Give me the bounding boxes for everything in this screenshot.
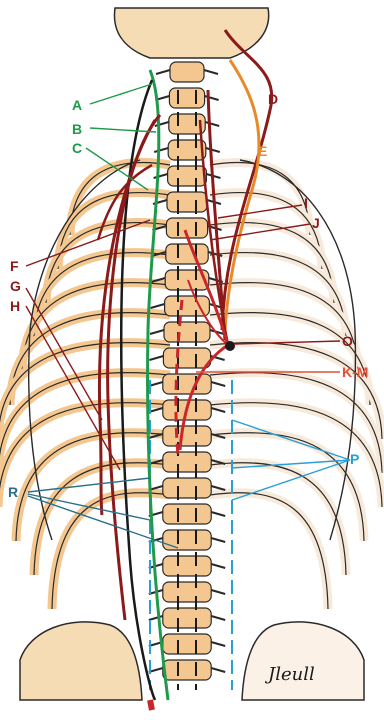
label-J: J: [312, 215, 320, 231]
vertebra: [169, 88, 204, 108]
label-R: R: [8, 484, 18, 500]
vertebra: [166, 244, 208, 264]
vertebra: [168, 166, 207, 186]
vertebra: [163, 530, 211, 550]
vertebra: [163, 582, 211, 602]
vertebra: [168, 140, 206, 160]
muscle-red-lower: [150, 700, 152, 710]
label-G: G: [10, 278, 21, 294]
vertebra: [163, 478, 211, 498]
label-B: B: [72, 121, 82, 137]
vertebra: [163, 660, 211, 680]
label-C: C: [72, 140, 82, 156]
pelvis-right: [242, 622, 364, 700]
vertebra: [170, 62, 204, 82]
label-K-M: K-M: [342, 364, 368, 380]
rib-right: [210, 493, 328, 609]
vertebra: [163, 374, 211, 394]
label-H: H: [10, 298, 20, 314]
vertebra: [163, 348, 210, 368]
label-I: I: [304, 195, 308, 211]
label-D: D: [268, 91, 278, 107]
vertebra: [164, 322, 210, 342]
label-P: P: [350, 451, 359, 467]
skull-base: [114, 8, 268, 58]
muscle-I: [208, 90, 225, 340]
label-F: F: [10, 258, 19, 274]
label-E: E: [258, 143, 267, 159]
rib-left: [0, 373, 170, 473]
artist-signature: Jleull: [264, 664, 315, 685]
vertebra: [167, 192, 207, 212]
ribs-left: [0, 163, 170, 609]
label-A: A: [72, 97, 82, 113]
vertebra: [163, 504, 211, 524]
vertebra: [163, 556, 211, 576]
vertebra: [163, 634, 211, 654]
vertebra: [163, 426, 211, 446]
vertebra: [163, 608, 211, 628]
vertebra: [163, 452, 211, 472]
label-O: O: [342, 333, 353, 349]
pelvis-left: [20, 622, 142, 700]
origin-point-O: [225, 341, 235, 351]
rib-left-outline: [0, 373, 170, 473]
rib-right-outline: [210, 493, 328, 609]
